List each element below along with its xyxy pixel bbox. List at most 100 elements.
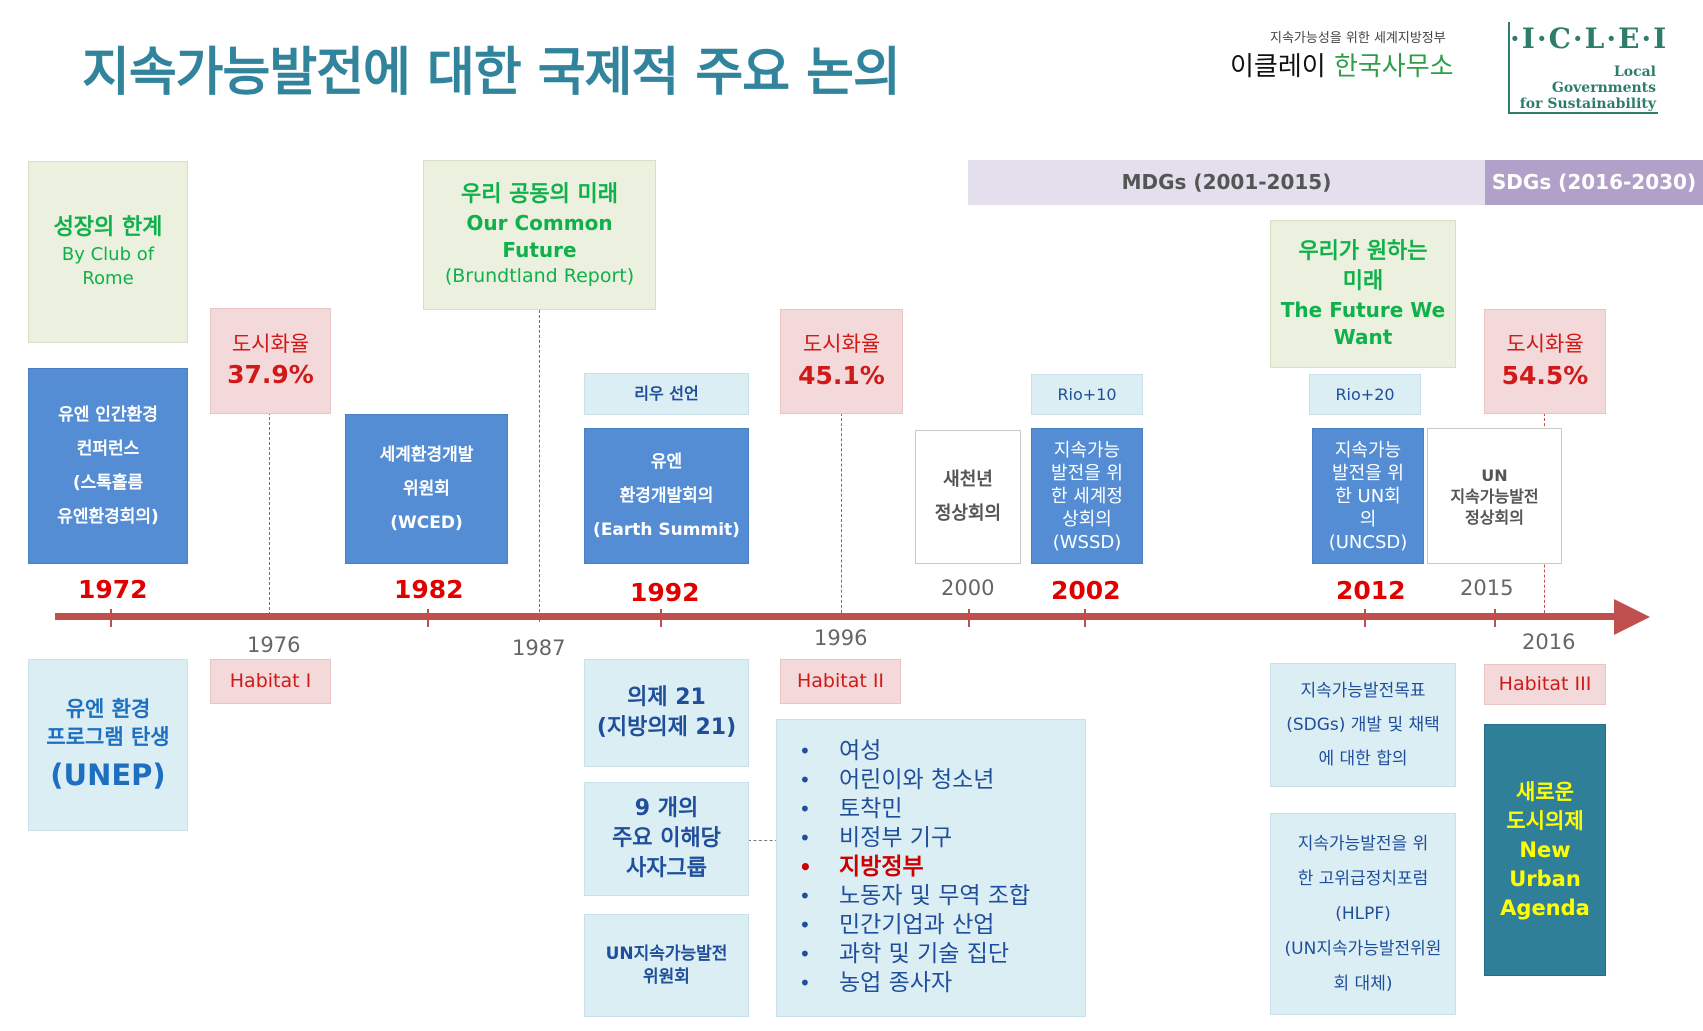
event-1972-box: 유엔 인간환경 컨퍼런스 (스톡홀름 유엔환경회의) — [28, 368, 188, 564]
year-2015: 2015 — [1460, 576, 1514, 600]
fww-line1: The Future We — [1280, 297, 1446, 322]
habitat-1-box: Habitat I — [210, 659, 331, 704]
org-name-black: 이클레이 — [1230, 52, 1326, 82]
tick-1972 — [110, 609, 112, 627]
sdgs-label: SDGs (2016-2030) — [1491, 170, 1697, 194]
major-groups-line1: 9 개의 — [634, 796, 699, 822]
uncsd-commission-line2: 위원회 — [643, 966, 690, 987]
tick-1982 — [427, 609, 429, 627]
major-groups-line3: 사자그룹 — [626, 855, 707, 881]
unep-box: 유엔 환경 프로그램 탄생 (UNEP) — [28, 659, 188, 831]
stakeholder-item: 토착민 — [777, 795, 1085, 824]
event-line: UN — [1481, 465, 1508, 485]
habitat-3-label: Habitat III — [1498, 672, 1592, 695]
event-line: 한 세계정 — [1051, 485, 1123, 507]
iclei-mark: ·I·C·L·E·I — [1510, 22, 1669, 55]
fww-title1: 우리가 원하는 — [1298, 239, 1428, 265]
year-1987: 1987 — [512, 636, 566, 660]
event-line: 의 — [1359, 508, 1377, 530]
event-line: 한 UN회 — [1335, 485, 1401, 507]
unep-line3: (UNEP) — [50, 757, 166, 792]
iclei-line3: for Sustainability — [1519, 96, 1656, 112]
stakeholders-list: 여성 어린이와 청소년 토착민 비정부 기구 지방정부 노동자 및 무역 조합 … — [777, 737, 1085, 998]
habitat-2-label: Habitat II — [796, 669, 885, 692]
rio-declaration-label: 리우 선언 — [584, 373, 749, 415]
event-line: 발전을 위 — [1332, 462, 1404, 484]
event-line: 세계환경개발 — [379, 445, 474, 465]
habitat-1-label: Habitat I — [229, 669, 312, 692]
stakeholder-item: 과학 및 기술 집단 — [777, 940, 1085, 969]
event-line: (WSSD) — [1052, 531, 1122, 553]
mdgs-label: MDGs (2001-2015) — [1121, 170, 1332, 194]
nua-line3: New — [1519, 837, 1571, 862]
event-2000-box: 새천년 정상회의 — [915, 430, 1021, 564]
agenda21-line2: (지방의제 21) — [596, 715, 737, 740]
major-groups-line2: 주요 이해당 — [612, 826, 721, 852]
event-line: 정상회의 — [934, 503, 1002, 524]
urbanization-label: 도시화율 — [1506, 332, 1584, 357]
event-line: (WCED) — [390, 513, 463, 533]
agenda21-line1: 의제 21 — [627, 685, 706, 711]
org-name: 이클레이 한국사무소 — [1230, 46, 1454, 83]
hlpf-line2: 한 고위급정치포럼 — [1297, 868, 1429, 889]
rio20-label: Rio+20 — [1309, 374, 1421, 415]
nua-line5: Agenda — [1500, 895, 1590, 920]
event-2002-box: 지속가능 발전을 위 한 세계정 상회의 (WSSD) — [1031, 428, 1143, 564]
stakeholder-item: 어린이와 청소년 — [777, 766, 1085, 795]
year-2002: 2002 — [1051, 576, 1121, 605]
new-urban-agenda-box: 새로운 도시의제 New Urban Agenda — [1484, 724, 1606, 976]
year-1972: 1972 — [78, 575, 148, 604]
event-line: 위원회 — [403, 479, 450, 499]
iclei-line2: Governments — [1551, 80, 1656, 96]
urbanization-1996: 도시화율 45.1% — [780, 309, 903, 414]
connector-1996 — [841, 413, 842, 618]
nua-line1: 새로운 — [1516, 779, 1574, 804]
stakeholder-item: 노동자 및 무역 조합 — [777, 882, 1085, 911]
org-subtitle: 지속가능성을 위한 세계지방정부 — [1270, 31, 1446, 46]
urbanization-label: 도시화율 — [802, 332, 881, 357]
urbanization-label: 도시화율 — [231, 331, 310, 356]
iclei-line1: Local — [1613, 64, 1656, 80]
tick-1992 — [660, 609, 662, 627]
rio-declaration-text: 리우 선언 — [634, 384, 699, 404]
our-common-future-box: 우리 공동의 미래 Our Common Future (Brundtland … — [423, 160, 656, 310]
ocf-line1: Our Common — [466, 211, 613, 236]
urbanization-2016: 도시화율 54.5% — [1484, 309, 1606, 414]
event-line: 유엔 인간환경 — [58, 405, 158, 425]
stakeholders-box: 여성 어린이와 청소년 토착민 비정부 기구 지방정부 노동자 및 무역 조합 … — [776, 719, 1086, 1017]
hlpf-line4: (UN지속가능발전위원 — [1284, 938, 1442, 959]
tick-2012 — [1364, 609, 1366, 627]
event-1992-box: 유엔 환경개발회의 (Earth Summit) — [584, 428, 749, 564]
urbanization-1976: 도시화율 37.9% — [210, 308, 331, 414]
year-2012: 2012 — [1336, 576, 1406, 605]
event-line: 지속가능발전 — [1450, 486, 1539, 506]
year-1976: 1976 — [247, 633, 301, 657]
hlpf-line3: (HLPF) — [1335, 903, 1391, 924]
stakeholder-item: 여성 — [777, 737, 1085, 766]
hlpf-box: 지속가능발전을 위 한 고위급정치포럼 (HLPF) (UN지속가능발전위원 회… — [1270, 813, 1456, 1015]
year-2016: 2016 — [1522, 630, 1576, 654]
habitat-2-box: Habitat II — [780, 659, 901, 704]
tick-2015 — [1494, 609, 1496, 627]
event-line: 발전을 위 — [1051, 462, 1123, 484]
sdgs-agreement-line3: 에 대한 합의 — [1318, 749, 1408, 769]
year-2000: 2000 — [941, 576, 995, 600]
limits-title: 성장의 한계 — [53, 214, 163, 240]
fww-title2: 미래 — [1342, 269, 1384, 294]
stakeholder-item-local-government: 지방정부 — [777, 853, 1085, 882]
limits-line2: Rome — [82, 267, 134, 289]
urbanization-value: 45.1% — [798, 360, 885, 390]
event-line: 유엔 — [650, 452, 683, 472]
limits-to-growth-box: 성장의 한계 By Club of Rome — [28, 161, 188, 343]
page-title: 지속가능발전에 대한 국제적 주요 논의 — [82, 43, 901, 103]
unep-line1: 유엔 환경 — [65, 697, 151, 722]
rio10-text: Rio+10 — [1057, 384, 1117, 404]
urbanization-value: 37.9% — [227, 360, 314, 390]
event-line: 지속가능 — [1334, 439, 1402, 461]
event-2015-box: UN 지속가능발전 정상회의 — [1427, 428, 1562, 564]
rio20-text: Rio+20 — [1335, 384, 1395, 404]
timeline-arrowhead — [1614, 599, 1650, 635]
urbanization-value: 54.5% — [1501, 360, 1589, 390]
event-line: (UNCSD) — [1328, 531, 1408, 553]
year-1982: 1982 — [394, 575, 464, 604]
